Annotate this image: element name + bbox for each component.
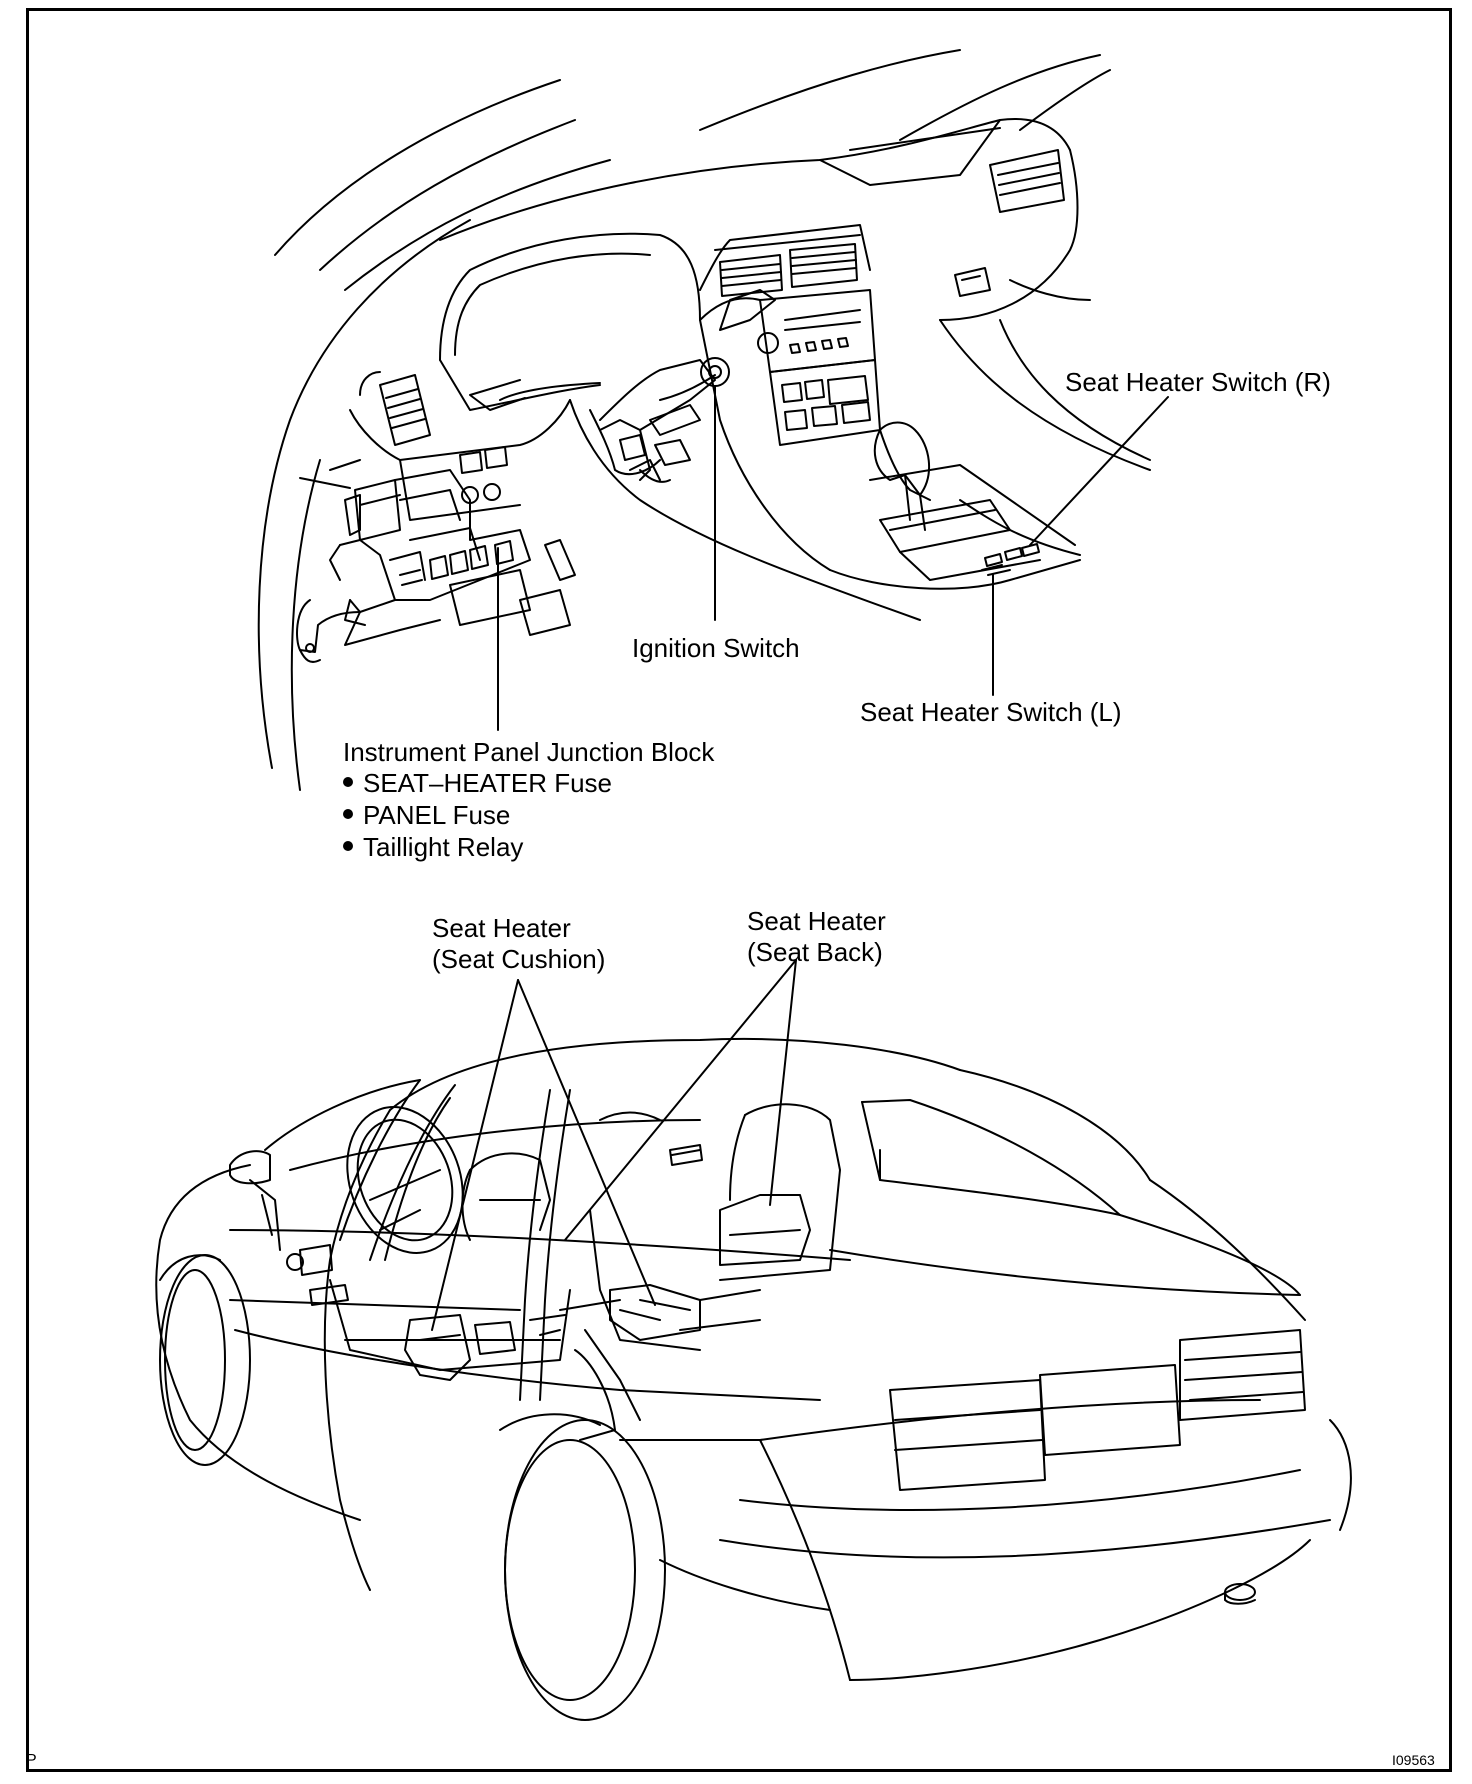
corner-left-mark: P — [26, 1752, 37, 1769]
seat-heater-switch-r-label: Seat Heater Switch (R) — [1065, 367, 1331, 397]
seat-back-label-line1: Seat Heater — [747, 906, 886, 936]
bullet-icon — [343, 809, 353, 820]
bottom-leader-lines — [431, 959, 797, 1331]
seat-back-label-line2: (Seat Back) — [747, 937, 883, 967]
dashboard-drawing — [257, 49, 1151, 791]
bullet-icon — [343, 777, 353, 788]
seat-heater-switch-l-label: Seat Heater Switch (L) — [860, 697, 1122, 727]
figure-frame — [26, 8, 1452, 1772]
junction-block-item-panel-fuse: PANEL Fuse — [343, 800, 510, 830]
junction-block-item-label: SEAT–HEATER Fuse — [363, 768, 612, 798]
bullet-icon — [343, 841, 353, 852]
car-drawing — [155, 1037, 1352, 1721]
seat-cushion-label-line1: Seat Heater — [432, 913, 571, 943]
junction-block-item-label: Taillight Relay — [363, 832, 524, 862]
top-leader-lines — [497, 385, 1169, 731]
junction-block-item-seat-heater-fuse: SEAT–HEATER Fuse — [343, 768, 612, 798]
ignition-switch-label: Ignition Switch — [632, 633, 800, 663]
junction-block-title: Instrument Panel Junction Block — [343, 737, 715, 767]
junction-block-item-label: PANEL Fuse — [363, 800, 511, 830]
junction-block-item-taillight-relay: Taillight Relay — [343, 832, 523, 862]
figure-id: I09563 — [1392, 1752, 1435, 1768]
seat-cushion-label-line2: (Seat Cushion) — [432, 944, 606, 974]
